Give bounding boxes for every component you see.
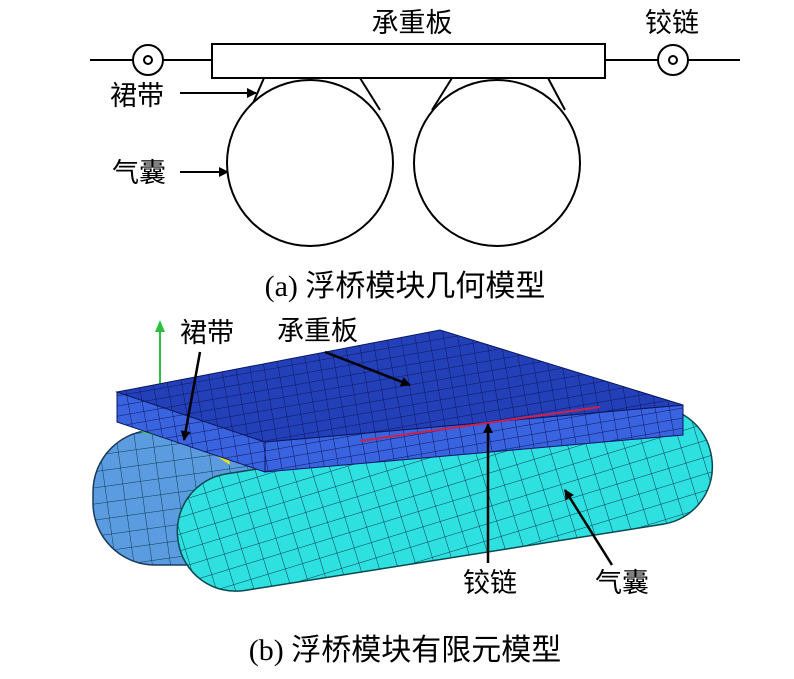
label-airbag: 气囊: [112, 158, 166, 189]
geometric-model: 承重板 铰链 裙带 气囊 (a) 浮桥模块几何模型: [90, 8, 740, 303]
label-skirt: 裙带: [110, 81, 164, 112]
label-hinge: 铰链: [645, 8, 699, 39]
label-plate-fe: 承重板: [277, 316, 358, 347]
arrow-skirt-fe: [180, 351, 202, 441]
arrow-airbag-fe: [563, 489, 614, 566]
caption-a: (a) 浮桥模块几何模型: [265, 270, 546, 303]
label-skirt-fe: 裙带: [180, 318, 234, 349]
label-plate: 承重板: [372, 8, 453, 39]
airbag-left: [226, 79, 394, 247]
label-airbag-fe: 气囊: [595, 568, 649, 599]
airbag-right: [413, 79, 581, 247]
caption-b: (b) 浮桥模块有限元模型: [249, 634, 561, 667]
arrow-plate-fe: [324, 350, 411, 387]
hinge-left-icon: [132, 44, 164, 76]
label-hinge-fe: 铰链: [463, 568, 517, 599]
load-plate: [211, 43, 606, 79]
finite-element-model: 裙带 承重板 铰链 气囊 (b) 浮桥模块有限元模型: [92, 316, 714, 667]
hinge-line: [359, 406, 601, 442]
hinge-right-icon: [657, 44, 689, 76]
